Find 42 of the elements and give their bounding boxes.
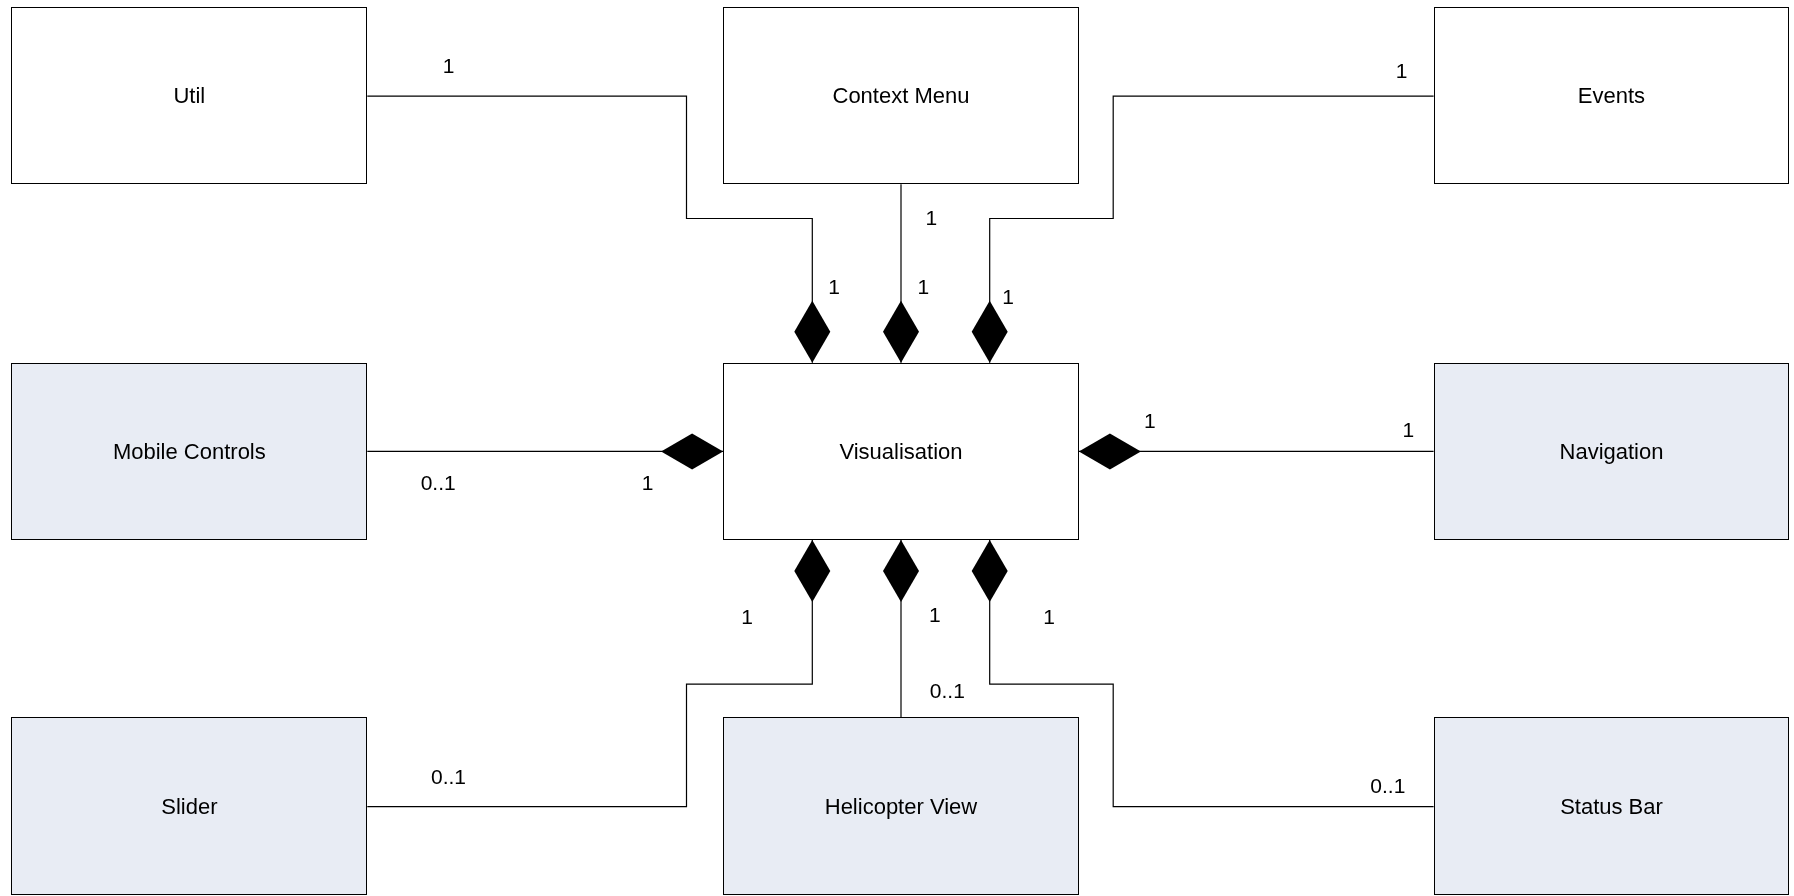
composition-connector	[971, 95, 1435, 364]
class-box	[11, 717, 368, 895]
composition-connector	[883, 539, 919, 718]
composition-connector	[366, 95, 831, 364]
multiplicity-label: 1	[925, 206, 938, 228]
class-box	[11, 362, 368, 540]
composition-connector	[366, 433, 724, 470]
multiplicity-label: 0..1	[420, 471, 456, 493]
multiplicity-label: 1	[1002, 285, 1014, 307]
class-box	[1433, 362, 1790, 540]
class-name: Slider	[160, 792, 219, 821]
class-name: Util	[172, 82, 207, 110]
multiplicity-label: 1	[1395, 59, 1408, 81]
multiplicity-label: 1	[1402, 418, 1415, 440]
multiplicity-label: 1	[442, 54, 455, 76]
class-name: Navigation	[1558, 437, 1665, 466]
multiplicity-label: 0..1	[929, 679, 965, 701]
class-box	[723, 362, 1079, 540]
class-name: Events	[1576, 82, 1647, 110]
composition-connector	[971, 539, 1435, 808]
multiplicity-label: 1	[828, 275, 840, 297]
class-box	[1433, 6, 1790, 185]
multiplicity-label: 0..1	[1370, 774, 1406, 796]
class-name: Helicopter View	[823, 792, 979, 821]
class-name: Visualisation	[838, 437, 964, 466]
multiplicity-label: 1	[928, 603, 941, 625]
composition-connector	[366, 539, 831, 808]
multiplicity-label: 1	[641, 471, 654, 493]
class-box	[11, 6, 368, 185]
multiplicity-label: 1	[741, 605, 753, 627]
class-name: Context Menu	[831, 82, 971, 110]
multiplicity-label: 0..1	[431, 765, 466, 787]
class-box	[723, 6, 1079, 185]
class-box	[723, 717, 1079, 895]
class-name: Mobile Controls	[111, 437, 267, 466]
class-name: Status Bar	[1559, 792, 1664, 821]
multiplicity-label: 1	[1144, 409, 1156, 431]
class-box	[1433, 717, 1790, 895]
multiplicity-label: 1	[917, 275, 930, 297]
composition-connector	[1078, 433, 1435, 470]
multiplicity-label: 1	[1043, 605, 1055, 627]
composition-connector	[883, 183, 919, 364]
